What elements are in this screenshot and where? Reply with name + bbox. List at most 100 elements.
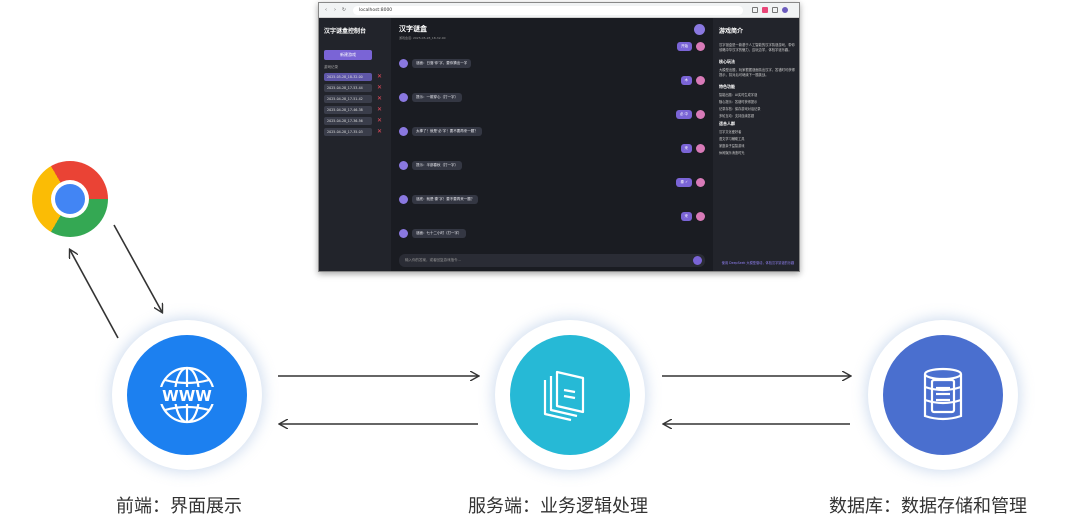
message-text: 谜面：七十二小时（打一字）	[412, 229, 466, 238]
chat-panel: 汉字谜盒 游戏会话: 2025-05-28_18-32-00 开始谜面：日落‘你…	[391, 18, 713, 271]
star-icon[interactable]	[752, 7, 758, 13]
bot-avatar	[399, 229, 408, 238]
user-avatar	[696, 212, 705, 221]
server-node	[495, 320, 645, 470]
user-message: 来	[399, 212, 705, 221]
bot-message: 谜底：就是‘秦’字！要不要再来一题？	[399, 195, 705, 204]
message-text: 提示：半部春秋（打一字）	[412, 161, 462, 170]
history-item[interactable]: 2025-04-28_17-36-56	[324, 117, 372, 125]
message-text: 来	[680, 212, 692, 221]
user-avatar	[696, 42, 705, 51]
message-text: 来	[680, 144, 692, 153]
user-avatar	[696, 144, 705, 153]
app-screenshot: ‹ › ↻ localhost:8000 汉字谜盒控制台 新建游戏 游戏记录 2…	[318, 2, 800, 272]
delete-icon[interactable]: ✕	[377, 84, 383, 91]
send-button[interactable]	[693, 256, 702, 265]
database-caption: 数据库：数据存储和管理	[829, 496, 1027, 517]
user-avatar	[696, 76, 705, 85]
feature-item: 随心提示：答错时获得提示	[719, 100, 758, 104]
people-title: 适合人群	[719, 121, 735, 126]
svg-text:WWW: WWW	[162, 387, 212, 405]
delete-icon[interactable]: ✕	[377, 95, 383, 102]
feature-item: 记录存档：保存游戏对话记录	[719, 107, 761, 111]
history-item[interactable]: 2025-05-28_18-32-00	[324, 73, 372, 81]
history-label: 游戏记录	[324, 65, 338, 69]
bot-avatar	[399, 195, 408, 204]
history-item[interactable]: 2025-04-28_17-53-44	[324, 84, 372, 92]
message-text: 谜面：日落‘你’字，要你猜出一字	[412, 59, 472, 68]
stacked-documents-icon	[543, 370, 585, 422]
delete-icon[interactable]: ✕	[377, 117, 383, 124]
user-message: 开始	[399, 42, 705, 51]
info-title: 游戏简介	[719, 28, 744, 35]
delete-icon[interactable]: ✕	[377, 128, 383, 135]
history-item[interactable]: 2025-04-28_17-51-42	[324, 95, 372, 103]
user-message: 秦 ✓	[399, 178, 705, 187]
www-globe-icon: WWW	[156, 366, 218, 424]
bot-message: 谜面：日落‘你’字，要你猜出一字	[399, 59, 705, 68]
bot-avatar	[399, 127, 408, 136]
core-text: 大模型出题，玩家根据谜面猜出汉字，答错时可获得提示，猜对后可继续下一题挑战。	[719, 68, 795, 77]
sidebar: 汉字谜盒控制台 新建游戏 游戏记录 2025-05-28_18-32-00 ✕ 2…	[319, 18, 391, 271]
reload-icon[interactable]: ↻	[341, 7, 347, 13]
frontend-node: WWW	[112, 320, 262, 470]
chat-subtitle: 游戏会话: 2025-05-28_18-32-00	[399, 36, 446, 40]
sidebar-title: 汉字谜盒控制台	[324, 28, 367, 35]
message-text: 木	[680, 76, 692, 85]
features-title: 特色功能	[719, 84, 735, 89]
arrow-browser-to-frontend	[113, 224, 162, 312]
bot-message: 提示：一箭穿心（打一字）	[399, 93, 705, 102]
game-app: 汉字谜盒控制台 新建游戏 游戏记录 2025-05-28_18-32-00 ✕ 2…	[319, 18, 799, 271]
info-panel: 游戏简介 汉字谜盒是一款基于人工智能的汉字猜谜游戏，带你领略中华汉字的魅力，边玩…	[713, 18, 799, 271]
user-message: 木	[399, 76, 705, 85]
people-item: 语文学习辅助工具	[719, 137, 745, 141]
database-node	[868, 320, 1018, 470]
user-message: 必 中	[399, 110, 705, 119]
delete-icon[interactable]: ✕	[377, 106, 383, 113]
back-icon[interactable]: ‹	[325, 7, 327, 13]
chat-title: 汉字谜盒	[399, 25, 427, 33]
frontend-caption: 前端：界面展示	[116, 496, 242, 517]
info-intro: 汉字谜盒是一款基于人工智能的汉字猜谜游戏，带你领略中华汉字的魅力，边玩边学，体验…	[719, 43, 795, 52]
message-text: 秦 ✓	[676, 178, 692, 187]
window-icon[interactable]	[772, 7, 778, 13]
bot-message: 谜面：七十二小时（打一字）	[399, 229, 705, 238]
history-item[interactable]: 2025-04-28_17-35-03	[324, 128, 372, 136]
bot-message: 提示：半部春秋（打一字）	[399, 161, 705, 170]
settings-icon[interactable]	[694, 24, 705, 35]
user-message: 来	[399, 144, 705, 153]
history-item[interactable]: 2025-04-28_17-46-38	[324, 106, 372, 114]
message-text: 必 中	[675, 110, 692, 119]
bot-avatar	[399, 161, 408, 170]
input-placeholder: 输入你的答案，或者回复游戏指令...	[405, 258, 461, 262]
message-text: 提示：一箭穿心（打一字）	[412, 93, 462, 102]
feature-item: 多轮互动：支持连续答题	[719, 114, 755, 118]
delete-icon[interactable]: ✕	[377, 73, 383, 80]
profile-avatar[interactable]	[782, 7, 788, 13]
bot-avatar	[399, 59, 408, 68]
message-text: 开始	[677, 42, 692, 51]
message-text: 太棒了！就是‘必’字！要不要再来一题？	[412, 127, 482, 136]
answer-input[interactable]: 输入你的答案，或者回复游戏指令...	[399, 254, 705, 267]
extension-icon[interactable]	[762, 7, 768, 13]
message-list: 开始谜面：日落‘你’字，要你猜出一字木提示：一箭穿心（打一字） 必 中太棒了！就是…	[399, 42, 705, 246]
forward-icon[interactable]: ›	[334, 7, 336, 13]
people-item: 汉字文化爱好者	[719, 130, 742, 134]
core-title: 核心玩法	[719, 59, 735, 64]
feature-item: 智能出题：AI实时生成字谜	[719, 93, 758, 97]
address-bar[interactable]: localhost:8000	[353, 5, 743, 15]
people-item: 家庭亲子益智游戏	[719, 144, 745, 148]
bot-message: 太棒了！就是‘必’字！要不要再来一题？	[399, 127, 705, 136]
arrow-frontend-to-browser	[70, 250, 119, 339]
footer-link[interactable]: 使用 DeepSeek 大模型驱动，体验汉字猜谜的乐趣	[721, 261, 795, 265]
bot-avatar	[399, 93, 408, 102]
new-game-button[interactable]: 新建游戏	[324, 50, 372, 60]
people-item: 休闲娱乐消遣时光	[719, 151, 745, 155]
message-text: 谜底：就是‘秦’字！要不要再来一题？	[412, 195, 479, 204]
database-pages-icon	[923, 367, 963, 421]
browser-toolbar: ‹ › ↻ localhost:8000	[319, 3, 799, 18]
chrome-logo-icon	[32, 161, 108, 237]
user-avatar	[696, 178, 705, 187]
server-caption: 服务端：业务逻辑处理	[468, 496, 648, 517]
